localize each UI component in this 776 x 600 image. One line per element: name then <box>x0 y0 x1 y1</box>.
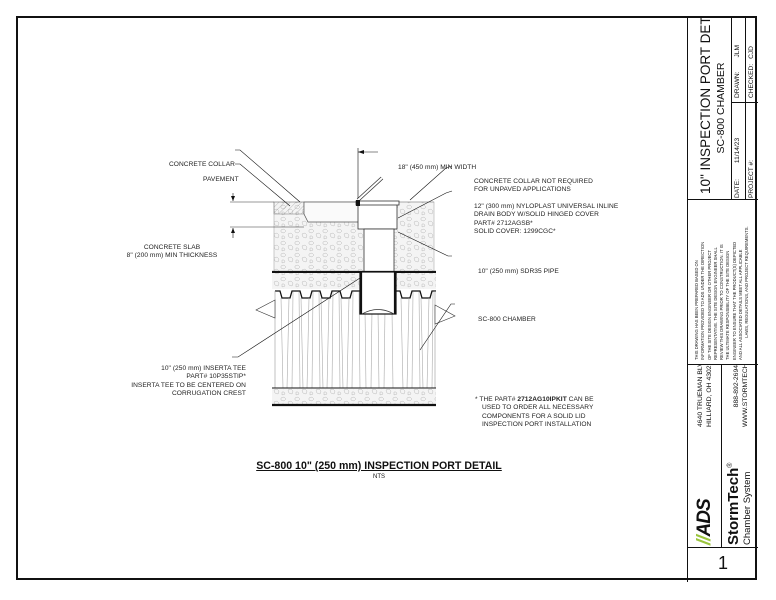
part-number-note: * THE PART# 2712AG10IPKIT CAN BE USED TO… <box>475 396 594 430</box>
label-drain-line3: PART# 2712AGSB* <box>474 219 533 227</box>
ads-logo-slashes: // <box>694 536 715 545</box>
label-sdr35-pipe: 10" (250 mm) SDR35 PIPE <box>478 268 559 275</box>
sc800-chamber-graphic <box>255 290 456 389</box>
date-row: DATE: 11/14/23 <box>734 104 741 198</box>
address-line2: HILLIARD, OH 43026 <box>705 365 713 427</box>
label-concrete-slab: CONCRETE SLAB 8" (200 mm) MIN THICKNESS <box>102 244 242 261</box>
label-tee-line4: CORRUGATION CREST <box>172 390 246 398</box>
registered-mark: ® <box>727 462 734 468</box>
stormtech-brand: StormTech <box>725 467 742 545</box>
label-tee-line1: 10" (250 mm) INSERTA TEE <box>161 365 246 372</box>
address-line1: 4640 TRUEMAN BLVD <box>697 365 704 427</box>
company-cell: 4640 TRUEMAN BLVD HILLIARD, OH 43026 888… <box>688 365 758 548</box>
disclaimer-text: THIS DRAWING HAS BEEN PREPARED BASED ON … <box>694 204 751 360</box>
stormtech-subtitle: Chamber System <box>742 471 753 545</box>
title-block-title-cell: 10" INSPECTION PORT DETAIL SC-800 CHAMBE… <box>688 16 758 200</box>
website-link[interactable]: WWW.STORMTECH.COM <box>741 365 749 427</box>
drawing-subtitle: SC-800 CHAMBER <box>715 62 727 154</box>
label-collar-line1: CONCRETE COLLAR NOT REQUIRED <box>474 178 593 185</box>
label-collar-not-required: CONCRETE COLLAR NOT REQUIRED FOR UNPAVED… <box>474 178 593 195</box>
title-block: 10" INSPECTION PORT DETAIL SC-800 CHAMBE… <box>687 16 759 582</box>
label-drain-line2: DRAIN BODY W/SOLID HINGED COVER <box>474 211 599 219</box>
ads-logo-text: ADS <box>694 499 715 537</box>
inspection-port-detail-drawing <box>230 148 456 407</box>
project-row: PROJECT #: <box>748 160 755 198</box>
label-concrete-collar: CONCRETE COLLAR <box>169 161 235 168</box>
label-concrete-slab-line1: CONCRETE SLAB <box>143 244 201 251</box>
note-line1: * THE PART# 2712AG10IPKIT CAN BE <box>475 396 594 403</box>
label-pavement: PAVEMENT <box>203 176 239 183</box>
label-inserta-tee: 10" (250 mm) INSERTA TEE PART# 10P35STIP… <box>96 365 246 399</box>
date-label: DATE: <box>734 179 741 198</box>
sheet-number: 1 <box>717 553 728 573</box>
label-drain-line4: SOLID COVER: 1299CGC* <box>474 228 556 236</box>
phone-number: 888-892-2694 <box>733 365 740 408</box>
disclaimer-cell: THIS DRAWING HAS BEEN PREPARED BASED ON … <box>688 200 758 365</box>
label-min-width: 18" (450 mm) MIN WIDTH <box>398 164 477 171</box>
date-value: 11/14/23 <box>734 137 741 164</box>
project-label: PROJECT #: <box>748 160 755 198</box>
label-drain-body: 12" (300 mm) NYLOPLAST UNIVERSAL INLINE … <box>474 203 618 237</box>
stormtech-logo: StormTech® <box>725 463 742 545</box>
checked-value: CJD <box>748 46 755 59</box>
drawn-row: DRAWN: JLM <box>734 45 741 98</box>
note-line2: USED TO ORDER ALL NECESSARY <box>482 404 594 412</box>
checked-row: CHECKED: CJD <box>748 46 755 98</box>
label-drain-line1: 12" (300 mm) NYLOPLAST UNIVERSAL INLINE <box>474 203 619 210</box>
drawn-value: JLM <box>734 45 741 58</box>
ads-logo: //ADS <box>694 499 716 545</box>
disclaimer-line: LAWS, REGULATIONS, AND PROJECT REQUIREME… <box>744 226 750 338</box>
kit-part-number: 2712AG10IPKIT <box>517 396 567 403</box>
note-line3: COMPONENTS FOR A SOLID LID <box>482 412 586 420</box>
drawing-sheet-border <box>16 16 757 580</box>
detail-title: SC-800 10" (250 mm) INSPECTION PORT DETA… <box>256 460 502 472</box>
drawing-title: 10" INSPECTION PORT DETAIL <box>698 16 713 194</box>
sheet-number-cell: 1 <box>688 548 758 580</box>
label-tee-line3: INSERTA TEE TO BE CENTERED ON <box>131 381 246 389</box>
note-line4: INSPECTION PORT INSTALLATION <box>482 421 592 429</box>
drawn-label: DRAWN: <box>734 71 741 99</box>
company-address: 4640 TRUEMAN BLVD HILLIARD, OH 43026 <box>697 365 714 427</box>
label-tee-line2: PART# 10P35STIP* <box>186 373 246 381</box>
detail-scale: NTS <box>373 474 385 480</box>
label-concrete-slab-line2: 8" (200 mm) MIN THICKNESS <box>126 252 218 260</box>
drawing-area: CONCRETE COLLAR PAVEMENT CONCRETE SLAB 8… <box>16 16 688 580</box>
label-sc800-chamber: SC-800 CHAMBER <box>478 316 536 323</box>
checked-label: CHECKED: <box>748 63 755 98</box>
label-collar-line2: FOR UNPAVED APPLICATIONS <box>474 186 571 194</box>
company-contact: 888-892-2694 WWW.STORMTECH.COM <box>733 365 750 427</box>
